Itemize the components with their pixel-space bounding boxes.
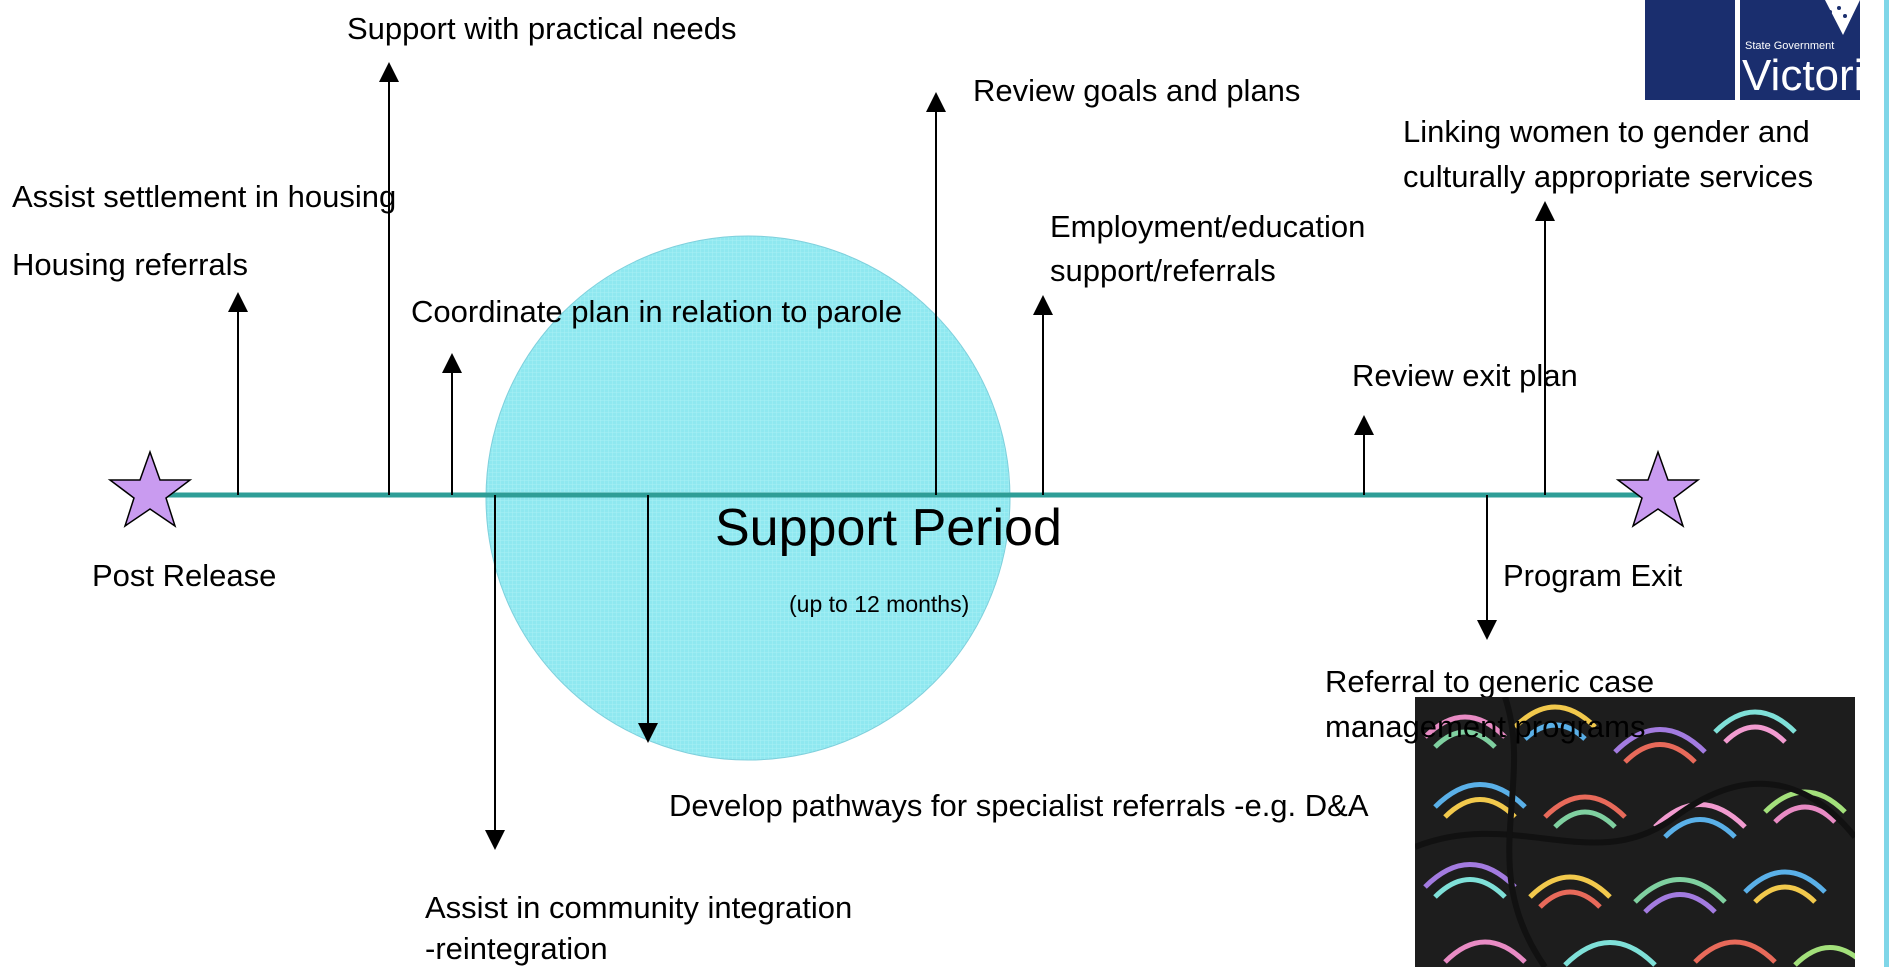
label-post-release: Post Release [92,558,277,593]
label-coordinate-parole: Coordinate plan in relation to parole [411,294,903,329]
right-border [1884,0,1889,967]
logo-tagline: State Government [1745,40,1835,52]
end-star-icon [1615,449,1701,528]
label-linking-line2: culturally appropriate services [1403,159,1814,194]
support-period-subtitle: (up to 12 months) [789,591,970,617]
label-employment-line1: Employment/education [1050,209,1366,244]
support-period-title: Support Period [715,499,1062,557]
label-review-exit: Review exit plan [1352,358,1578,393]
label-housing-referrals: Housing referrals [12,247,249,282]
label-review-goals: Review goals and plans [973,73,1301,108]
label-community-line2: -reintegration [425,931,608,966]
label-referral-line1: Referral to generic case [1325,664,1655,699]
victoria-logo [1645,0,1860,100]
label-community-line1: Assist in community integration [425,890,853,925]
arrows [228,62,1555,850]
label-program-exit: Program Exit [1503,558,1683,593]
label-support-practical: Support with practical needs [347,11,737,46]
label-linking-line1: Linking women to gender and [1403,114,1810,149]
abstract-artwork-icon [1415,697,1855,967]
label-assist-settlement: Assist settlement in housing [12,179,397,214]
victoria-map-icon [1825,0,1860,35]
label-develop-pathways: Develop pathways for specialist referral… [669,788,1369,823]
start-star-icon [107,449,193,528]
logo-brand: Victoria [1742,51,1888,100]
support-period-circle [485,235,1011,761]
label-employment-line2: support/referrals [1050,253,1276,288]
label-referral-line2: management programs [1325,709,1646,744]
